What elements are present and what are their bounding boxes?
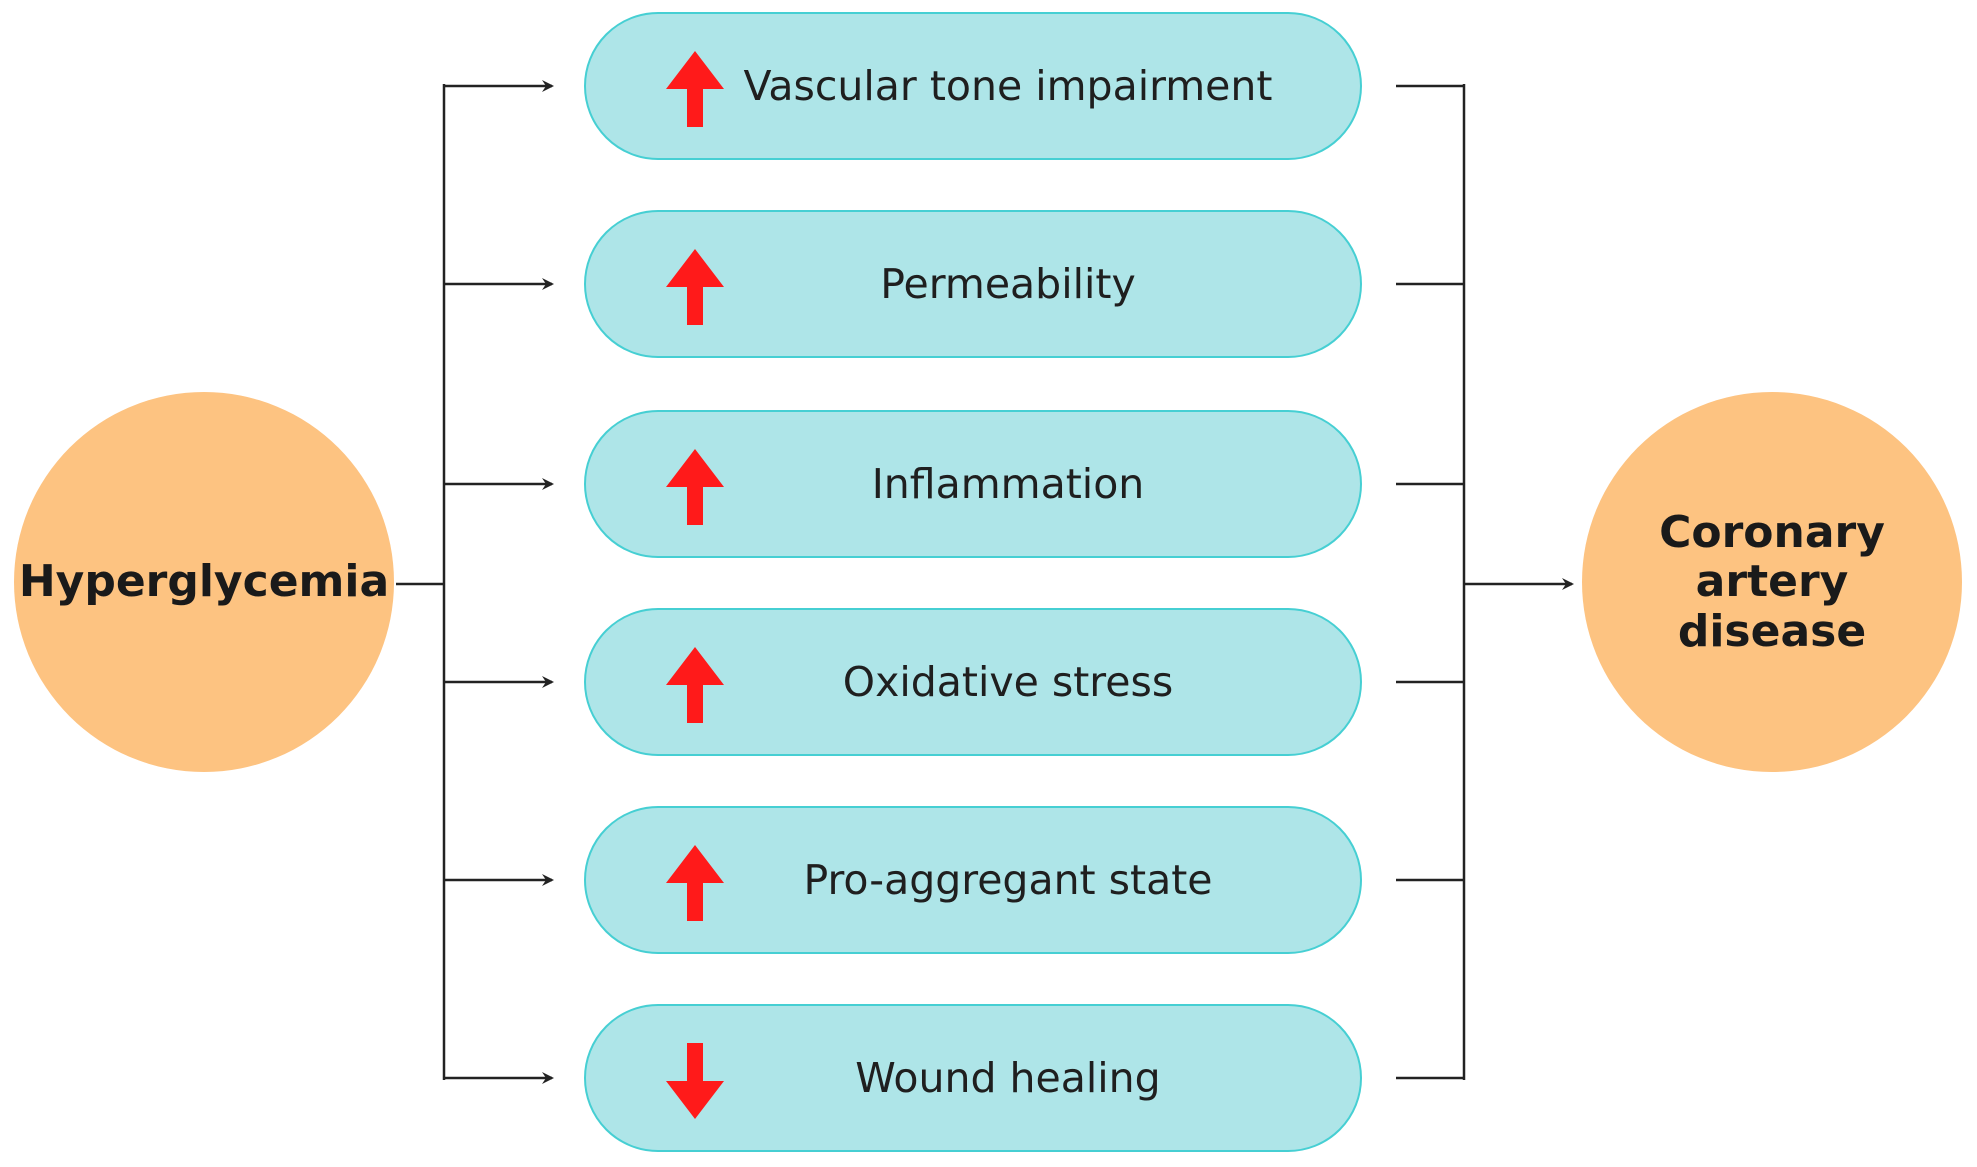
factor-box: Oxidative stress	[584, 608, 1362, 756]
up-arrow-icon	[666, 647, 724, 723]
factor-label: Permeability	[880, 260, 1136, 308]
factor-box: Vascular tone impairment	[584, 12, 1362, 160]
hyperglycemia-label: Hyperglycemia	[18, 556, 390, 608]
factor-label: Oxidative stress	[842, 658, 1174, 706]
up-arrow-icon	[666, 51, 724, 127]
factor-box: Permeability	[584, 210, 1362, 358]
up-arrow-icon	[666, 249, 724, 325]
coronary-artery-disease-label: Coronary artery disease	[1659, 507, 1885, 657]
coronary-artery-disease-node: Coronary artery disease	[1582, 392, 1962, 772]
factor-box: Wound healing	[584, 1004, 1362, 1152]
hyperglycemia-node: Hyperglycemia	[14, 392, 394, 772]
factor-label: Pro-aggregant state	[803, 856, 1213, 904]
up-arrow-icon	[666, 449, 724, 525]
up-arrow-icon	[666, 845, 724, 921]
factor-label: Vascular tone impairment	[743, 62, 1273, 110]
factor-label: Inflammation	[871, 460, 1145, 508]
factor-label: Wound healing	[855, 1054, 1161, 1102]
factor-box: Inflammation	[584, 410, 1362, 558]
down-arrow-icon	[666, 1043, 724, 1119]
factor-box: Pro-aggregant state	[584, 806, 1362, 954]
